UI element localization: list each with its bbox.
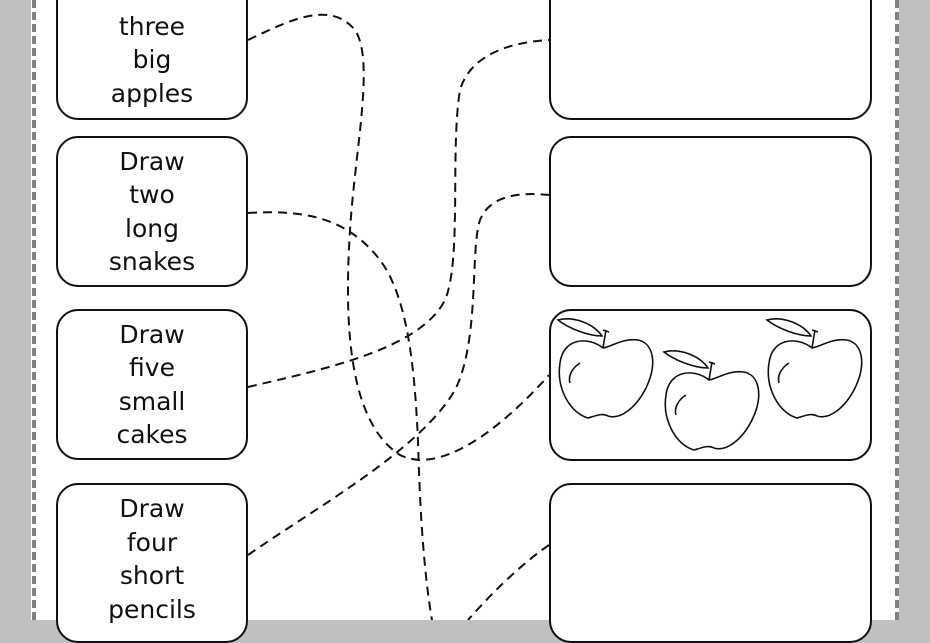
prompt-text: apples xyxy=(110,78,194,108)
prompt-box-cakes: Draw five small cakes xyxy=(56,309,248,460)
prompt-text: snakes xyxy=(108,247,196,276)
prompt-text: short xyxy=(119,561,185,590)
cut-line-right xyxy=(895,0,899,620)
prompt-text: long xyxy=(125,213,179,243)
apple-icon xyxy=(662,350,760,451)
prompt-text: three xyxy=(118,11,186,41)
cut-line-left xyxy=(32,0,36,620)
prompt-box-pencils: Draw four short pencils xyxy=(56,483,248,643)
matching-lines xyxy=(247,13,863,620)
answer-box-2 xyxy=(549,136,872,287)
prompt-box-snakes: Draw two long snakes xyxy=(56,136,248,287)
apple-icon xyxy=(556,318,654,419)
prompt-text: small xyxy=(118,386,186,416)
prompt-text: Draw xyxy=(119,494,185,523)
prompt-text: big xyxy=(132,45,172,75)
answer-box-apples xyxy=(549,309,872,461)
dashed-line-bottom xyxy=(467,544,550,620)
prompt-text: five xyxy=(129,353,175,382)
apple-icon xyxy=(765,318,863,419)
prompt-text: Draw xyxy=(119,319,185,349)
apple-drawings xyxy=(556,318,863,451)
prompt-text: two xyxy=(129,180,175,209)
dashed-line-pencils xyxy=(247,193,550,556)
prompt-text: pencils xyxy=(108,594,196,624)
dashed-line-apples xyxy=(247,13,550,461)
answer-box-4 xyxy=(549,483,872,643)
prompt-text: four xyxy=(126,527,178,557)
prompt-text: Draw xyxy=(119,146,185,176)
answer-box-1 xyxy=(549,0,872,120)
dashed-line-snakes xyxy=(247,211,433,620)
prompt-text: cakes xyxy=(116,420,188,449)
dashed-line-cakes xyxy=(247,39,550,388)
prompt-box-apples: three big apples xyxy=(56,0,248,120)
